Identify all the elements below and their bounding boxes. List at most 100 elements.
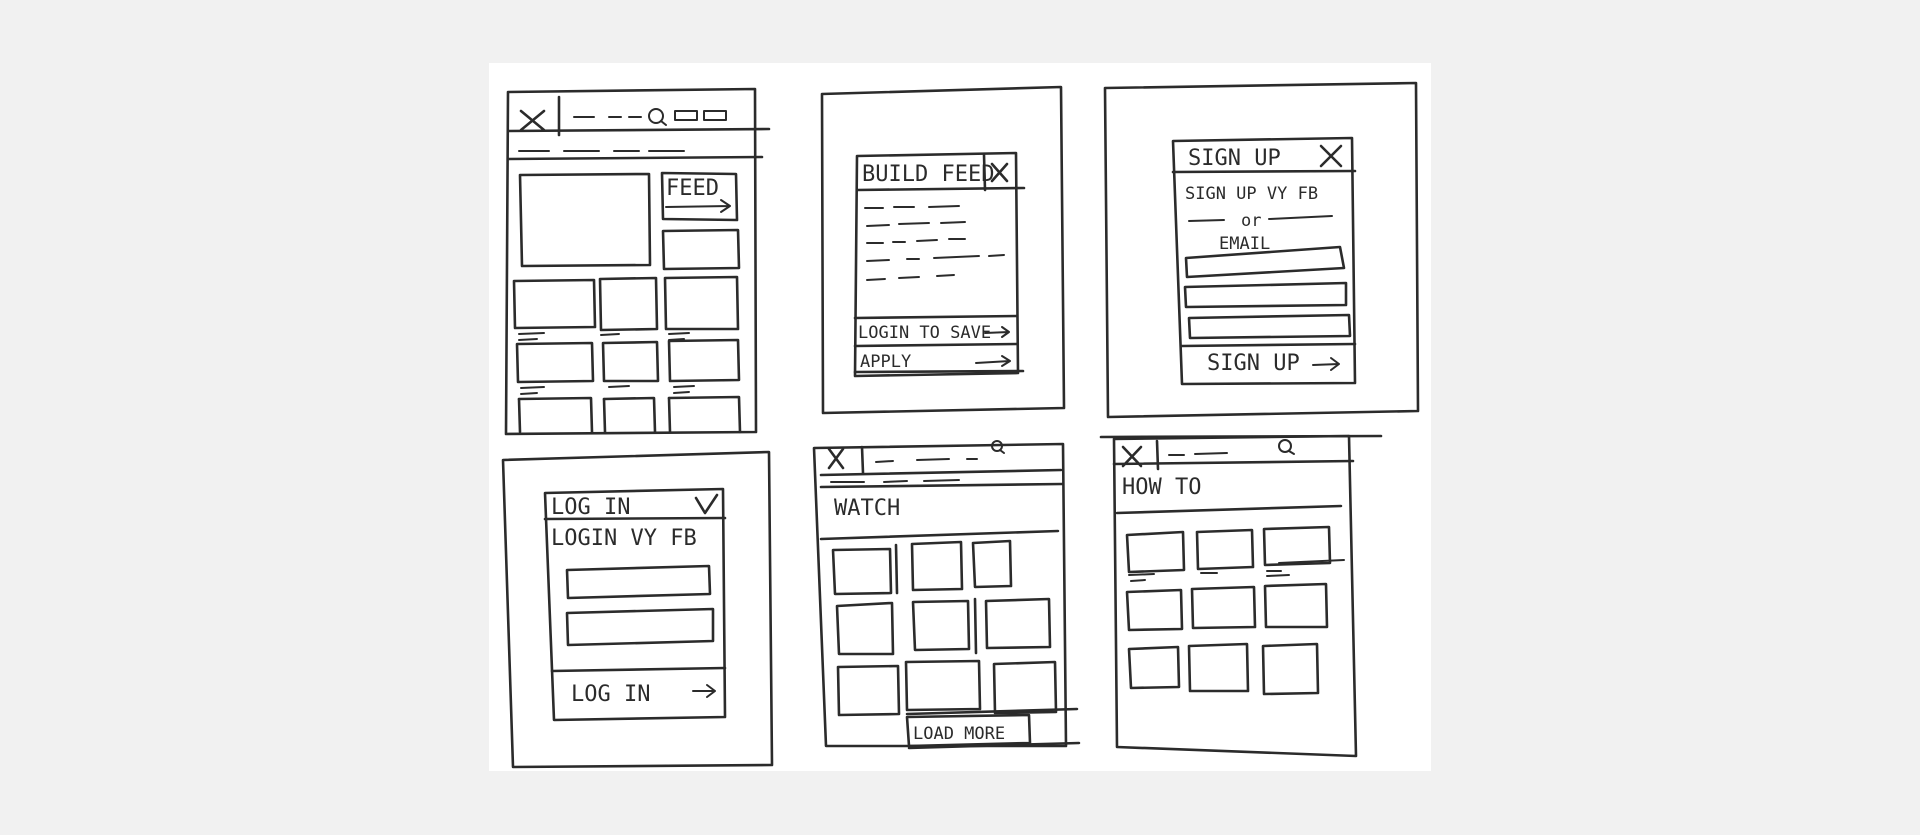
home-tile-left-edge xyxy=(517,396,672,434)
watch-video-tile[interactable] xyxy=(904,659,982,712)
signup-email-label: EMAIL xyxy=(1219,234,1270,254)
watch-subnav-dashes xyxy=(830,479,960,483)
load-more-box xyxy=(905,713,1032,748)
home-tile[interactable] xyxy=(515,341,595,384)
wireframe-sketch: FEED BUILD FEED LOGIN TO SAVE xyxy=(501,81,1420,769)
home-tile[interactable] xyxy=(598,276,659,332)
load-more-underline xyxy=(907,741,1081,750)
panel-build-feed-frame xyxy=(820,85,1066,415)
build-feed-header-divider xyxy=(982,153,987,192)
howto-search-icon[interactable] xyxy=(1278,439,1295,455)
howto-tile[interactable] xyxy=(1263,582,1329,629)
howto-title: HOW TO xyxy=(1122,475,1201,500)
howto-topbar-top xyxy=(1099,434,1383,439)
howto-tile[interactable] xyxy=(1125,530,1186,574)
home-side-box xyxy=(661,228,741,271)
howto-tile[interactable] xyxy=(1127,645,1181,690)
panel-signup-frame xyxy=(1103,81,1420,419)
watch-title: WATCH xyxy=(834,496,900,521)
watch-video-tile[interactable] xyxy=(971,539,1013,589)
build-feed-title: BUILD FEED xyxy=(862,162,994,187)
signup-via-fb-label[interactable]: SIGN UP VY FB xyxy=(1185,184,1318,204)
build-feed-option-dashes[interactable] xyxy=(864,205,1005,281)
signup-arrow-icon xyxy=(1312,357,1340,371)
panel-howto: HOW TO xyxy=(1099,434,1383,758)
apply-arrow-icon xyxy=(975,355,1011,367)
login-password-field[interactable] xyxy=(565,607,715,647)
home-close-icon[interactable] xyxy=(519,109,546,132)
watch-video-tile[interactable] xyxy=(911,599,971,652)
panel-build-feed: BUILD FEED LOGIN TO SAVE APPLY xyxy=(820,85,1066,415)
signup-submit-button[interactable]: SIGN UP xyxy=(1207,351,1340,376)
login-submit-button[interactable]: LOG IN xyxy=(571,682,716,707)
login-via-fb-label[interactable]: LOGIN VY FB xyxy=(551,526,697,551)
howto-nav-dashes xyxy=(1168,452,1228,456)
watch-video-tile[interactable] xyxy=(992,660,1058,715)
home-tile-caption xyxy=(518,332,690,341)
howto-tile[interactable] xyxy=(1187,642,1250,693)
home-tile-caption xyxy=(520,385,695,395)
home-topbar-line xyxy=(506,127,771,133)
home-search-icon[interactable] xyxy=(648,108,667,126)
watch-video-tile[interactable] xyxy=(831,547,893,596)
login-title: LOG IN xyxy=(551,495,630,520)
feed-callout-box[interactable] xyxy=(660,171,739,222)
feed-arrow-icon[interactable] xyxy=(665,199,731,213)
watch-video-tile[interactable] xyxy=(910,540,964,592)
login-to-save-label: LOGIN TO SAVE xyxy=(858,323,991,343)
panel-login-frame xyxy=(501,450,774,769)
signup-or-label: or xyxy=(1241,211,1261,231)
signup-email-field[interactable] xyxy=(1184,245,1346,279)
signup-modal xyxy=(1171,136,1357,386)
watch-video-tile[interactable] xyxy=(835,601,895,656)
home-tile[interactable] xyxy=(663,275,740,331)
build-feed-close-icon[interactable] xyxy=(990,162,1009,183)
howto-tile-caption xyxy=(1128,559,1345,582)
signup-or-line-right xyxy=(1268,215,1333,220)
login-email-field[interactable] xyxy=(565,564,712,600)
build-feed-footer-line-3 xyxy=(853,369,1025,374)
signup-confirm-field[interactable] xyxy=(1187,313,1352,340)
panel-signup: SIGN UP SIGN UP VY FB or EMAIL SIGN UP xyxy=(1103,81,1420,419)
howto-tile[interactable] xyxy=(1125,588,1184,632)
home-subnav-line xyxy=(506,155,764,161)
watch-nav-dashes xyxy=(875,458,978,463)
panel-login: LOG IN LOGIN VY FB LOG IN xyxy=(501,450,774,769)
howto-tile[interactable] xyxy=(1195,528,1255,571)
login-to-save-button[interactable]: LOGIN TO SAVE xyxy=(858,323,1010,343)
signup-header-line xyxy=(1171,169,1357,174)
panel-home-frame xyxy=(504,87,758,436)
howto-tile[interactable] xyxy=(1261,642,1320,696)
home-tile[interactable] xyxy=(601,340,660,383)
sketch-sheet: FEED BUILD FEED LOGIN TO SAVE xyxy=(489,63,1431,771)
watch-video-tile[interactable] xyxy=(836,664,901,717)
login-arrow-icon xyxy=(692,684,716,698)
home-tile[interactable] xyxy=(512,278,597,330)
howto-topbar-divider xyxy=(1155,439,1160,471)
panel-watch-frame xyxy=(812,442,1068,748)
howto-title-line xyxy=(1115,504,1343,515)
howto-tile[interactable] xyxy=(1262,525,1332,567)
signup-close-icon[interactable] xyxy=(1319,144,1343,168)
login-close-icon[interactable] xyxy=(694,493,719,515)
load-more-button[interactable]: LOAD MORE xyxy=(905,713,1032,748)
howto-tile[interactable] xyxy=(1190,585,1257,630)
home-tile[interactable] xyxy=(517,395,742,434)
home-hero-box xyxy=(518,172,652,268)
apply-label: APPLY xyxy=(860,352,911,372)
apply-button[interactable]: APPLY xyxy=(860,352,1011,372)
watch-video-tile[interactable] xyxy=(984,597,1052,650)
home-tile[interactable] xyxy=(667,338,741,383)
watch-search-icon[interactable] xyxy=(991,440,1005,454)
build-feed-footer-line-2 xyxy=(853,342,1019,348)
login-to-save-arrow-icon xyxy=(984,326,1010,338)
howto-topbar-line xyxy=(1112,459,1355,466)
watch-video-tile-divider xyxy=(894,543,899,595)
home-menu-icon[interactable] xyxy=(674,110,727,121)
watch-close-icon[interactable] xyxy=(827,447,845,470)
signup-or-line-left xyxy=(1188,219,1225,222)
login-footer-line xyxy=(550,666,727,673)
signup-password-field[interactable] xyxy=(1183,281,1348,309)
watch-subnav-line xyxy=(819,482,1064,489)
watch-video-tile-divider xyxy=(973,597,978,655)
